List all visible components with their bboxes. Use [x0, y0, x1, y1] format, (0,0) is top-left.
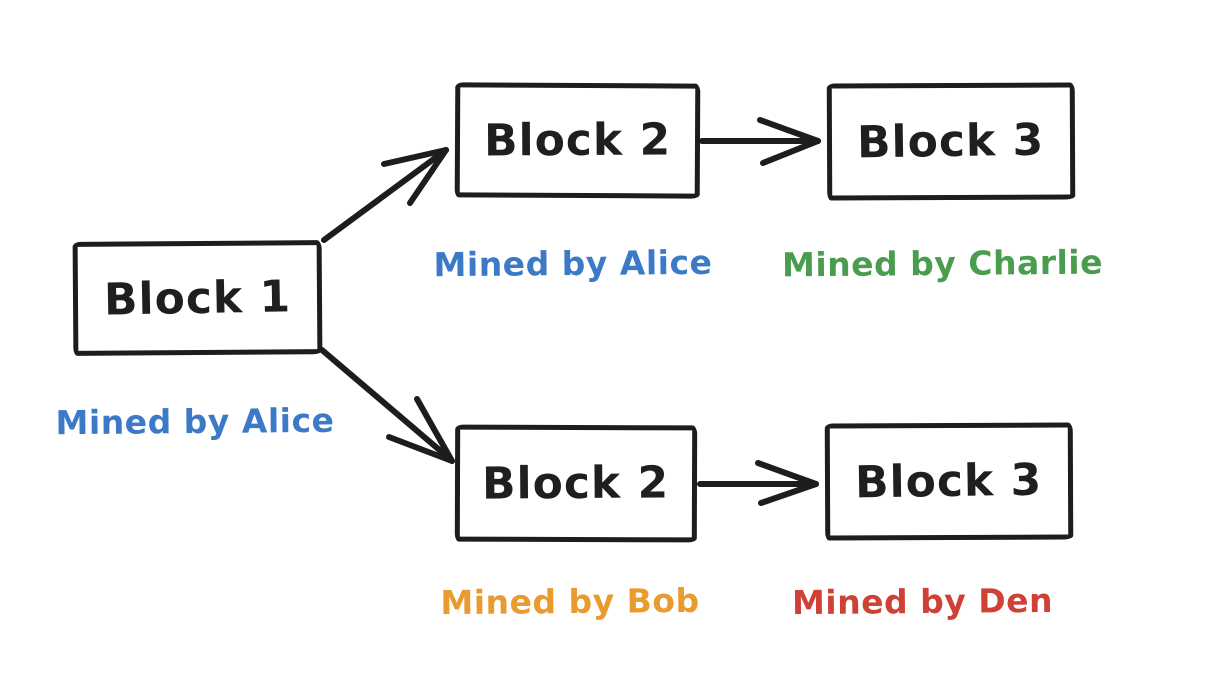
- node-block-3-top: Block 3: [826, 82, 1076, 201]
- node-block-1-label: Block 1: [103, 270, 292, 326]
- node-block-2-top-label: Block 2: [483, 114, 672, 167]
- arrow-block1-to-block2-bottom: [319, 347, 455, 464]
- miner-label-block-3-top: Mined by Charlie: [781, 242, 1104, 285]
- node-block-2-bottom-label: Block 2: [482, 457, 670, 510]
- arrow-block2-top-to-block3-top: [699, 117, 821, 166]
- node-block-2-bottom: Block 2: [454, 424, 698, 543]
- node-block-3-bottom: Block 3: [824, 422, 1074, 541]
- miner-label-block-2-top: Mined by Alice: [433, 242, 713, 285]
- arrow-block2-bottom-to-block3-bottom: [697, 460, 819, 506]
- miner-label-block-3-bottom: Mined by Den: [791, 580, 1054, 623]
- miner-label-block-2-bottom: Mined by Bob: [440, 580, 700, 623]
- node-block-2-top: Block 2: [454, 82, 701, 199]
- node-block-3-top-label: Block 3: [857, 114, 1045, 169]
- miner-label-block-1: Mined by Alice: [55, 400, 335, 443]
- arrow-block1-to-block2-top: [321, 147, 449, 243]
- node-block-3-bottom-label: Block 3: [855, 454, 1043, 509]
- node-block-1: Block 1: [72, 240, 323, 356]
